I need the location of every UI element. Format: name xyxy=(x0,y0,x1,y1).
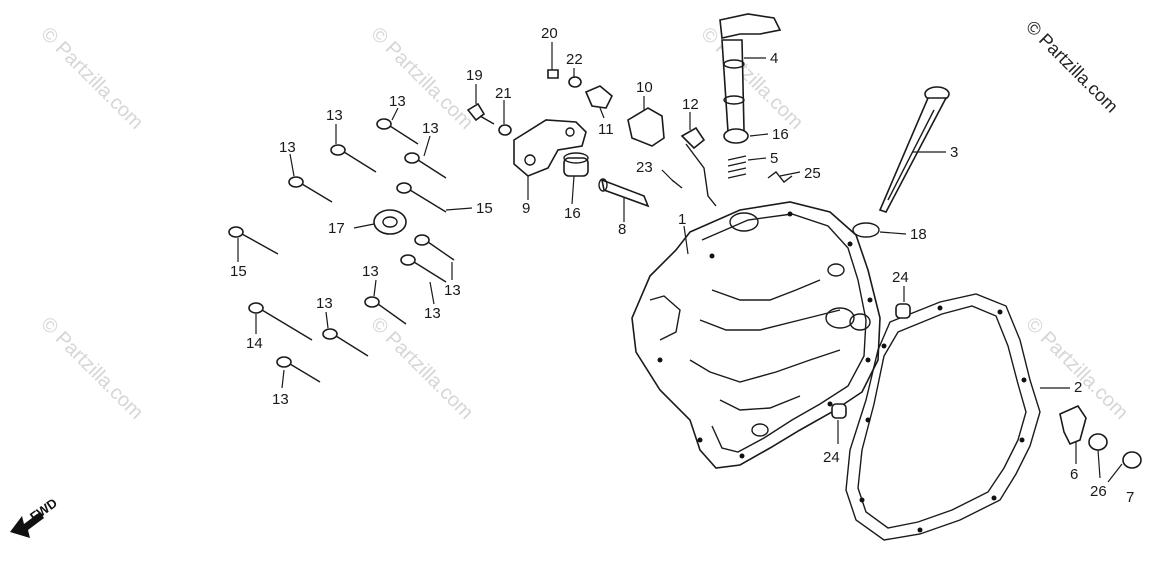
oil-seal xyxy=(373,209,407,235)
washer xyxy=(568,76,582,88)
callout-2: 2 xyxy=(1074,379,1082,396)
callout-1: 1 xyxy=(678,211,686,228)
callout-13: 13 xyxy=(326,107,343,124)
callout-24: 24 xyxy=(823,449,840,466)
callout-16: 16 xyxy=(564,205,581,222)
callout-25: 25 xyxy=(804,165,821,182)
leader-lines xyxy=(237,42,1123,483)
callout-22: 22 xyxy=(566,51,583,68)
callout-13: 13 xyxy=(279,139,296,156)
callout-12: 12 xyxy=(682,96,699,113)
kick-stopper xyxy=(1059,404,1087,446)
bracket-plate xyxy=(627,107,665,147)
bolt xyxy=(322,328,369,357)
callout-16: 16 xyxy=(772,126,789,143)
spring xyxy=(727,155,747,179)
callout-13: 13 xyxy=(444,282,461,299)
fwd-arrow-icon xyxy=(10,512,44,538)
cam-piece xyxy=(584,85,613,109)
clip xyxy=(680,126,706,150)
dowel-pin xyxy=(895,303,911,319)
bolt xyxy=(414,234,455,261)
callouts: 1 2 3 4 5 6 7 8 9 10 11 12 13 13 13 13 1… xyxy=(230,25,1134,506)
bolt xyxy=(376,118,419,145)
dowel-pin xyxy=(831,403,847,419)
callout-13: 13 xyxy=(316,295,333,312)
callout-13: 13 xyxy=(362,263,379,280)
screw xyxy=(547,69,559,79)
callout-8: 8 xyxy=(618,221,626,238)
crankcase-cover xyxy=(631,201,881,469)
washer xyxy=(1088,433,1108,451)
callout-5: 5 xyxy=(770,150,778,167)
callout-23: 23 xyxy=(636,159,653,176)
callout-11: 11 xyxy=(598,121,614,138)
copyright-text: © Partzilla.com xyxy=(1022,17,1122,117)
watermark: © Partzilla.com xyxy=(36,23,147,134)
bolt xyxy=(400,254,447,283)
callout-15: 15 xyxy=(476,200,493,217)
callout-4: 4 xyxy=(770,50,778,67)
callout-3: 3 xyxy=(950,144,958,161)
bolt xyxy=(228,226,279,255)
fwd-label: FWD xyxy=(27,495,60,524)
watermarks: © Partzilla.com © Partzilla.com © Partzi… xyxy=(36,23,1132,424)
bolt xyxy=(330,144,377,173)
washer xyxy=(498,124,512,136)
watermark: © Partzilla.com xyxy=(36,313,147,424)
kick-shaft xyxy=(719,13,782,133)
callout-13: 13 xyxy=(389,93,406,110)
bolt xyxy=(276,356,321,383)
small-spring xyxy=(767,171,793,183)
callout-6: 6 xyxy=(1070,466,1078,483)
callout-9: 9 xyxy=(522,200,530,217)
bearing xyxy=(563,152,589,177)
callout-18: 18 xyxy=(910,226,927,243)
callout-7: 7 xyxy=(1126,489,1134,506)
bolt xyxy=(396,182,447,213)
wire-spring xyxy=(685,143,717,207)
callout-13: 13 xyxy=(422,120,439,137)
callout-20: 20 xyxy=(541,25,558,42)
callout-26: 26 xyxy=(1090,483,1107,500)
callout-21: 21 xyxy=(495,85,512,102)
cover-gasket xyxy=(845,293,1041,541)
callout-14: 14 xyxy=(246,335,263,352)
callout-13: 13 xyxy=(272,391,289,408)
bolts xyxy=(228,118,455,383)
oil-filler-cap-dipstick xyxy=(878,86,950,213)
bolt xyxy=(364,296,407,325)
bolt xyxy=(248,302,313,341)
callout-24: 24 xyxy=(892,269,909,286)
watermark: © Partzilla.com xyxy=(366,313,477,424)
lever-arm xyxy=(513,119,587,177)
washer xyxy=(723,128,749,144)
spring xyxy=(1122,451,1142,469)
o-ring xyxy=(852,222,880,238)
watermark: © Partzilla.com xyxy=(696,23,807,134)
bolt xyxy=(288,176,333,203)
dowel-pin xyxy=(600,178,650,208)
bolt xyxy=(404,152,447,179)
callout-17: 17 xyxy=(328,220,345,237)
callout-13: 13 xyxy=(424,305,441,322)
callout-10: 10 xyxy=(636,79,653,96)
watermark: © Partzilla.com xyxy=(366,23,477,134)
callout-15: 15 xyxy=(230,263,247,280)
callout-19: 19 xyxy=(466,67,483,84)
